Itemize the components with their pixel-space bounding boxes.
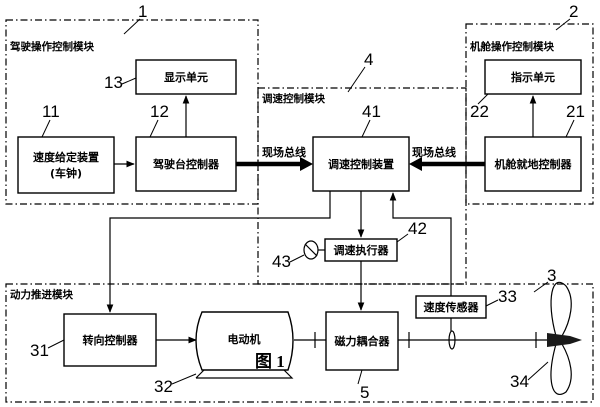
- ref-21: 21: [566, 102, 585, 121]
- magnetic-coupler-label: 磁力耦合器: [335, 334, 391, 348]
- speed-setter-box: [17, 136, 115, 194]
- fieldbus-left-label: 现场总线: [262, 145, 306, 159]
- speed-setter-label-line2: (车钟): [50, 166, 82, 180]
- display-unit-box: [135, 59, 237, 95]
- steering-controller-box: [63, 313, 157, 367]
- indicator-unit-box: [484, 59, 582, 95]
- ref-32-leader: [171, 373, 197, 385]
- ref-33-leader: [485, 299, 499, 307]
- speed-sensor-label: 速度传感器: [424, 300, 480, 314]
- ref-5: 5: [360, 383, 369, 402]
- ref-13-leader: [121, 77, 137, 85]
- cabin-local-controller-label: 机舱就地控制器: [495, 157, 573, 171]
- ref-4-leader: [347, 66, 366, 93]
- ref-11-leader: [41, 119, 51, 138]
- sensor-ring: [448, 330, 456, 350]
- power-module-boundary: [5, 283, 594, 403]
- ref-22: 22: [470, 102, 489, 121]
- magnetic-coupler-box: [325, 311, 399, 371]
- ref-3-leader: [533, 281, 549, 293]
- ref-2: 2: [569, 2, 578, 21]
- ref-33: 33: [498, 287, 517, 306]
- fieldbus-left-arrowhead: [300, 157, 313, 171]
- ref-32: 32: [154, 377, 173, 396]
- ref-43-leader: [289, 254, 305, 263]
- ref-4: 4: [364, 50, 373, 69]
- cabin-module-title: 机舱操作控制模块: [470, 40, 554, 53]
- ref-34-leader: [527, 361, 549, 381]
- ref-41-leader: [361, 119, 371, 138]
- arrow-control-to-steering: [106, 191, 331, 313]
- ref-12: 12: [150, 102, 169, 121]
- ref-3: 3: [547, 266, 556, 285]
- speed-actuator-label: 调速执行器: [334, 243, 390, 257]
- ref-1-leader: [123, 18, 141, 35]
- ref-43: 43: [272, 252, 291, 271]
- speed-control-device-label: 调速控制装置: [328, 157, 394, 171]
- steering-controller-label: 转向控制器: [83, 333, 139, 347]
- power-module-title: 动力推进模块: [10, 288, 73, 301]
- ref-21-leader: [565, 119, 575, 138]
- display-unit-label: 显示单元: [164, 70, 208, 84]
- ref-31: 31: [30, 341, 49, 360]
- propeller-icon: [547, 281, 582, 395]
- indicator-unit-label: 指示单元: [511, 70, 555, 84]
- ref-41: 41: [362, 102, 381, 121]
- cockpit-module-title: 驾驶操作控制模块: [10, 40, 94, 53]
- motor-body: [195, 311, 294, 371]
- speed-module-boundary: [257, 87, 467, 285]
- ref-42: 42: [408, 219, 427, 238]
- bridge-controller-label: 驾驶台控制器: [152, 157, 220, 171]
- motor-label: 电动机: [228, 332, 261, 346]
- ref-2-leader: [555, 18, 571, 31]
- speed-setter-label-line1: 速度给定装置: [33, 150, 99, 164]
- speed-module-title: 调速控制模块: [262, 92, 325, 105]
- actuator-handwheel-icon: [303, 240, 319, 260]
- ref-34: 34: [510, 372, 529, 391]
- ref-12-leader: [149, 119, 159, 138]
- ref-42-leader: [396, 233, 409, 243]
- cabin-local-controller-box: [484, 136, 582, 192]
- ref-1: 1: [138, 2, 147, 21]
- actuator-handwheel-spoke: [304, 243, 318, 257]
- figure-label: 图 1: [255, 352, 285, 371]
- ref-5-leader: [357, 369, 363, 385]
- fieldbus-right-label: 现场总线: [412, 145, 456, 159]
- arrow-sensor-to-control: [389, 192, 452, 296]
- ref-31-leader: [47, 339, 65, 349]
- ref-13: 13: [104, 73, 123, 92]
- fieldbus-right-arrowhead: [409, 157, 422, 171]
- motor-base: [195, 369, 294, 379]
- bridge-controller-box: [135, 136, 237, 192]
- ref-11: 11: [42, 102, 60, 121]
- ref-22-leader: [477, 93, 489, 105]
